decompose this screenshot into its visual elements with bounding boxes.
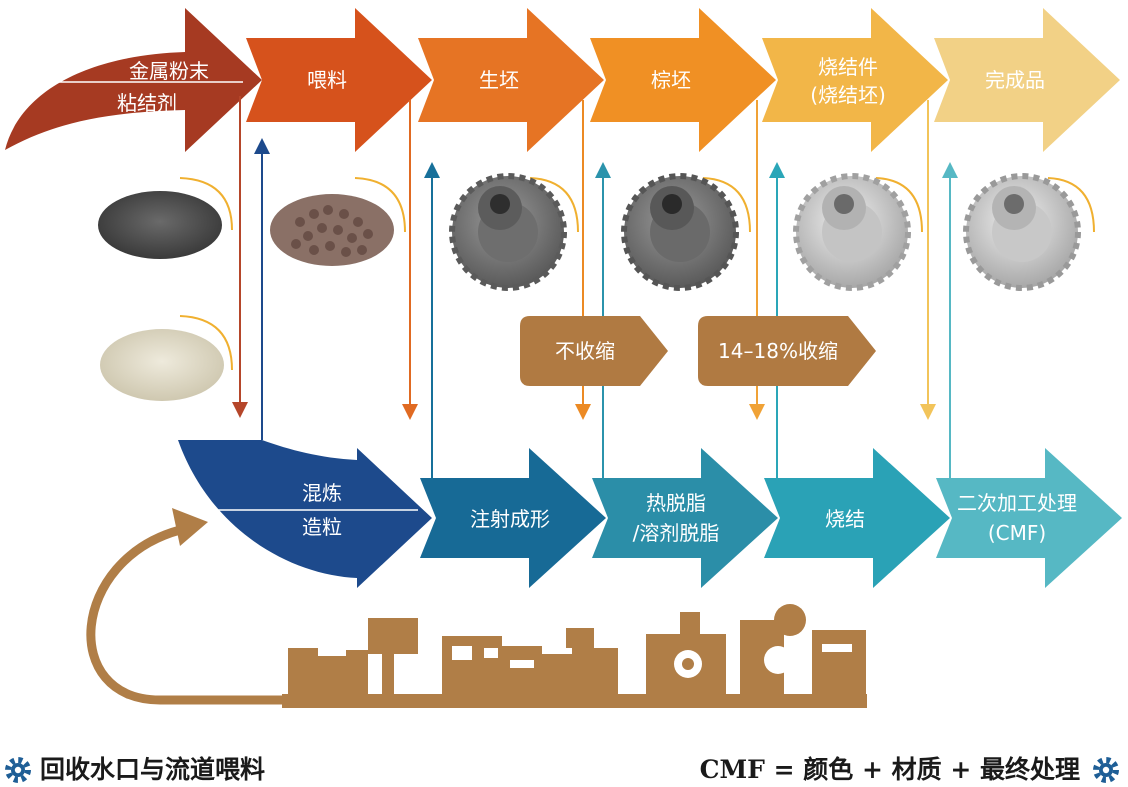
recycle-arrow	[86, 525, 287, 705]
green-part-gear-image	[449, 173, 579, 291]
stage-arrow-secondary	[936, 448, 1122, 588]
top-row	[5, 8, 1120, 152]
caption-cmf: CMF = 颜色 + 材质 + 最终处理	[699, 755, 1080, 784]
stage-label-secondary-sub: (CMF)	[987, 521, 1047, 545]
recycle-arrow-head	[172, 508, 208, 546]
stage-label-feedstock: 喂料	[307, 68, 347, 92]
input-curved-arrow	[5, 8, 262, 152]
input-label-metal-powder: 金属粉末	[129, 59, 209, 83]
stage-arrow-injection	[420, 448, 606, 588]
stage-label-finished-product: 完成品	[985, 68, 1045, 92]
material-images	[98, 173, 1095, 401]
caption-recycle: 回收水口与流道喂料	[40, 755, 266, 784]
stage-arrow-sintering	[764, 448, 950, 588]
shrink-tag-percent-label: 14–18%收缩	[718, 339, 838, 363]
metal-powder-image	[98, 177, 233, 259]
stage-label-debinding-sub: /溶剂脱脂	[632, 521, 720, 545]
stage-arrow-sintered-part	[762, 8, 948, 152]
stage-arrow-finished-product	[934, 8, 1120, 152]
shrink-tag-none-label: 不收缩	[555, 339, 615, 363]
stage-arrow-green-part	[418, 8, 604, 152]
stage-label-injection: 注射成形	[470, 507, 550, 531]
stage-label-sintered-part: 烧结件	[818, 55, 878, 79]
gear-icon	[1093, 757, 1119, 783]
stage-label-green-part: 生坯	[479, 68, 519, 92]
stage-label-sintered-part-sub: (烧结坯)	[810, 83, 886, 107]
finished-gear-image	[963, 173, 1095, 291]
stage-arrow-feedstock	[246, 8, 432, 152]
binder-powder-image	[100, 315, 233, 401]
shrink-tag-none	[520, 316, 668, 386]
shrink-tags	[520, 316, 876, 386]
stage-arrow-debinding	[592, 448, 778, 588]
mixing-label-1: 混炼	[302, 481, 342, 505]
feedstock-pellets-image	[270, 177, 406, 266]
stage-arrow-brown-part	[590, 8, 776, 152]
stage-label-secondary: 二次加工处理	[957, 491, 1077, 515]
bottom-row	[178, 440, 1122, 588]
vertical-connectors	[232, 96, 958, 480]
stage-label-brown-part: 棕坯	[651, 68, 691, 92]
mixing-curved-arrow	[178, 440, 432, 588]
machine-details	[452, 644, 852, 678]
stage-label-debinding: 热脱脂	[646, 491, 706, 515]
recycle-loop	[86, 508, 867, 708]
stage-label-sintering: 烧结	[825, 507, 865, 531]
shrink-tag-percent	[698, 316, 876, 386]
mixing-label-2: 造粒	[302, 515, 342, 539]
input-label-binder: 粘结剂	[117, 91, 177, 115]
gear-icon	[5, 757, 31, 783]
sintered-gear-image	[793, 173, 923, 291]
brown-part-gear-image	[621, 173, 751, 291]
